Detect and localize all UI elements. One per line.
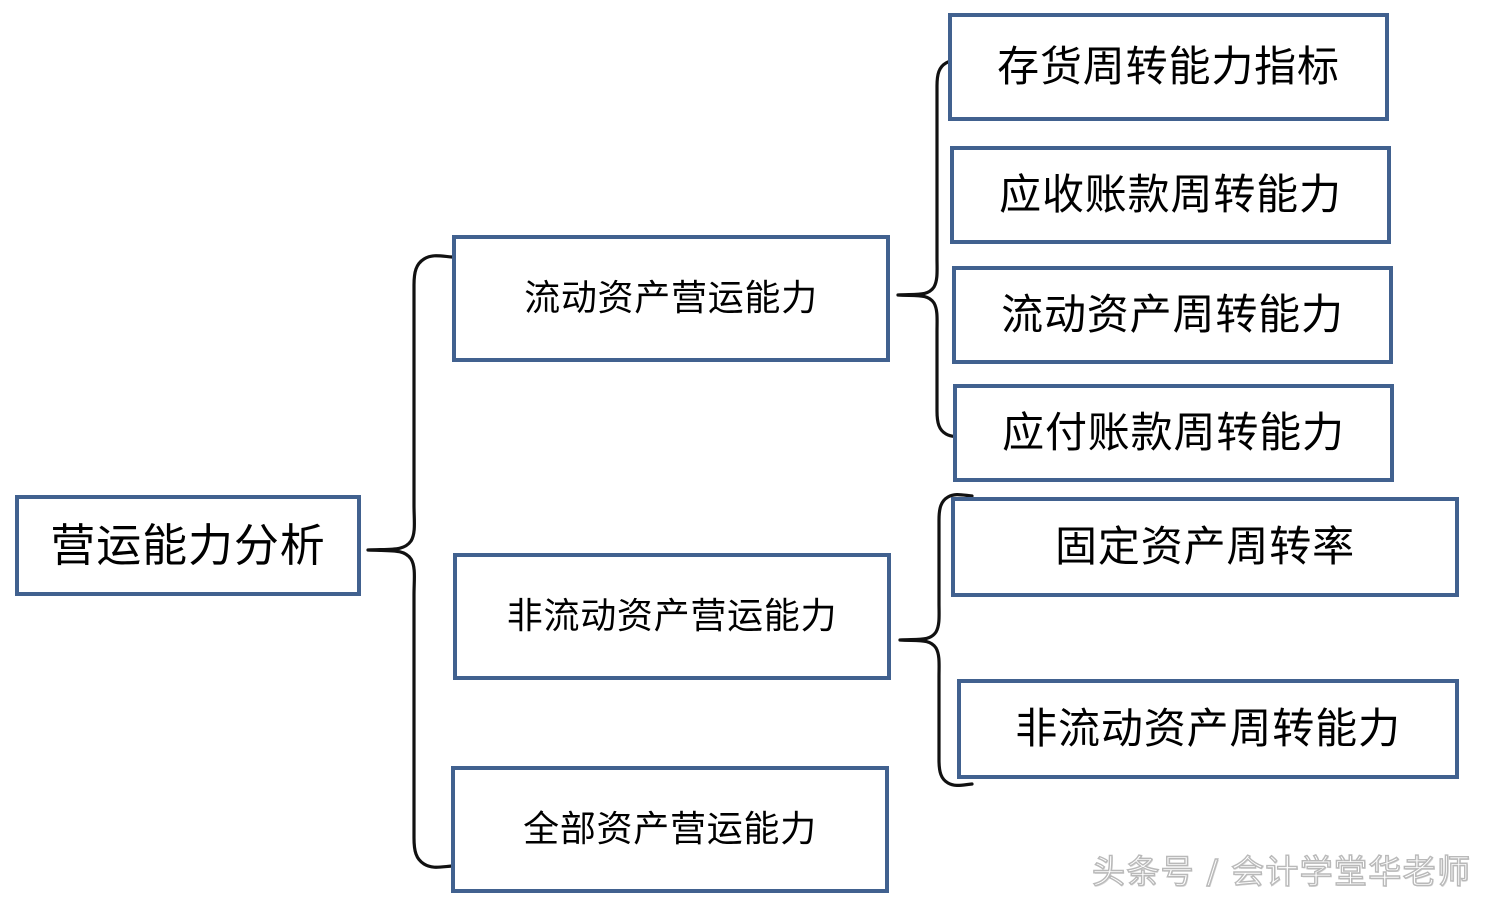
node-inventory-turnover[interactable]: 存货周转能力指标: [948, 13, 1389, 121]
node-current-assets-capacity-label: 流动资产营运能力: [524, 277, 818, 319]
node-receivables-turnover[interactable]: 应收账款周转能力: [950, 146, 1391, 244]
node-fixed-assets-turnover-ratio-label: 固定资产周转率: [1055, 521, 1355, 571]
node-total-assets-capacity-label: 全部资产营运能力: [523, 808, 817, 850]
node-fixed-assets-turnover-ratio[interactable]: 固定资产周转率: [951, 497, 1459, 597]
node-noncurrent-assets-capacity-label: 非流动资产营运能力: [506, 595, 838, 637]
node-root-label: 营运能力分析: [50, 518, 326, 572]
node-current-assets-turnover-label: 流动资产周转能力: [1001, 289, 1344, 339]
node-payables-turnover[interactable]: 应付账款周转能力: [953, 384, 1394, 482]
root-bracket: [366, 254, 454, 869]
node-payables-turnover-label: 应付账款周转能力: [1002, 407, 1345, 457]
watermark: 头条号 / 会计学堂华老师: [1091, 851, 1472, 891]
node-inventory-turnover-label: 存货周转能力指标: [997, 41, 1340, 91]
node-root[interactable]: 营运能力分析: [15, 495, 361, 596]
node-noncurrent-assets-capacity[interactable]: 非流动资产营运能力: [453, 553, 891, 680]
node-current-assets-turnover[interactable]: 流动资产周转能力: [952, 266, 1393, 364]
node-total-assets-capacity[interactable]: 全部资产营运能力: [451, 766, 889, 893]
node-noncurrent-assets-turnover[interactable]: 非流动资产周转能力: [957, 679, 1459, 779]
node-current-assets-capacity[interactable]: 流动资产营运能力: [452, 235, 890, 362]
node-noncurrent-assets-turnover-label: 非流动资产周转能力: [1015, 703, 1401, 753]
node-receivables-turnover-label: 应收账款周转能力: [999, 169, 1342, 219]
